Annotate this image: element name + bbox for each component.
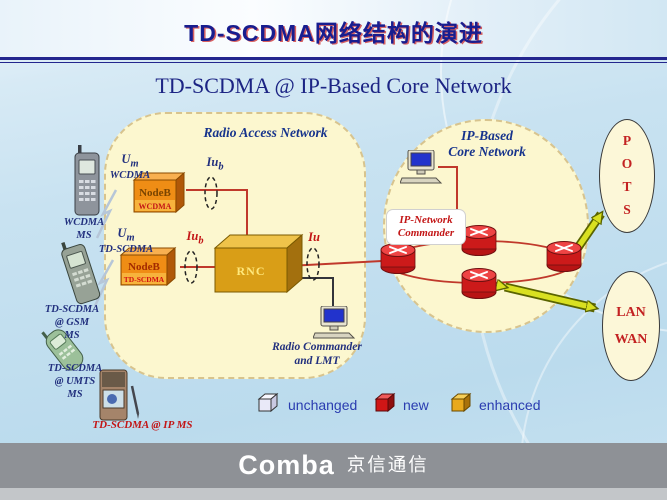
svg-text:NodeB: NodeB xyxy=(128,261,160,273)
footer-bar: Comba 京信通信 xyxy=(0,443,667,488)
iub1-label: Iub xyxy=(206,155,224,173)
footer-strip xyxy=(0,488,667,500)
svg-text:TD-SCDMA: TD-SCDMA xyxy=(124,275,165,284)
iu-label: Iu xyxy=(308,230,320,244)
ip-commander-pc-icon xyxy=(400,150,443,184)
ip-network-commander-label: IP-Network Commander xyxy=(386,209,466,245)
svg-text:NodeB: NodeB xyxy=(139,187,171,199)
comba-logo: Comba xyxy=(238,450,335,480)
svg-text:WCDMA: WCDMA xyxy=(139,202,172,211)
ip-ms-pda-icon xyxy=(99,369,140,421)
legend-cube-new-icon xyxy=(374,392,396,413)
legend-cube-enhanced-icon xyxy=(450,392,472,413)
nodeb-wcdma-box: NodeB WCDMA xyxy=(132,171,186,214)
ran-title: Radio Access Network xyxy=(203,125,328,140)
legend-label-unchanged: unchanged xyxy=(288,397,358,413)
header-band xyxy=(0,0,667,57)
slide-title: TD-SCDMA @ IP-Based Core Network xyxy=(155,73,512,98)
legend-cube-unchanged-icon xyxy=(257,392,279,413)
legend-label-new: new xyxy=(403,397,429,413)
header-divider xyxy=(0,57,667,60)
ip-ms-label: TD-SCDMA @ IP MS xyxy=(92,419,193,431)
gsm-phone-icon xyxy=(61,242,101,305)
nodeb-tdscdma-box: NodeB TD-SCDMA xyxy=(119,246,177,287)
lan-wan-ellipse: LAN WAN xyxy=(602,271,660,381)
umts-phone-icon xyxy=(41,329,84,371)
header-divider-thin xyxy=(0,61,667,63)
pots-ellipse: P O T S xyxy=(599,119,655,233)
wcdma-ms-label: WCDMA MS xyxy=(63,217,105,242)
um-wcdma-label: Um WCDMA xyxy=(109,152,151,182)
svg-text:RNC: RNC xyxy=(237,264,266,278)
legend-label-enhanced: enhanced xyxy=(479,397,541,413)
wcdma-phone-icon xyxy=(74,145,100,216)
gsm-ms-label: TD-SCDMA @ GSM MS xyxy=(44,304,100,342)
umts-ms-label: TD-SCDMA @ UMTS MS xyxy=(47,363,103,401)
radio-commander-label: Radio Commander and LMT xyxy=(272,341,362,368)
rnc-box: RNC xyxy=(213,233,304,294)
iub2-label: Iub xyxy=(186,229,204,247)
radio-commander-pc-icon xyxy=(313,306,356,339)
core-title: IP-Based Core Network xyxy=(448,128,526,159)
comba-logo-chinese: 京信通信 xyxy=(346,454,429,476)
page-title: TD-SCDMA网络结构的演进 xyxy=(184,20,483,46)
um-tdscdma-label: Um TD-SCDMA xyxy=(98,226,154,256)
